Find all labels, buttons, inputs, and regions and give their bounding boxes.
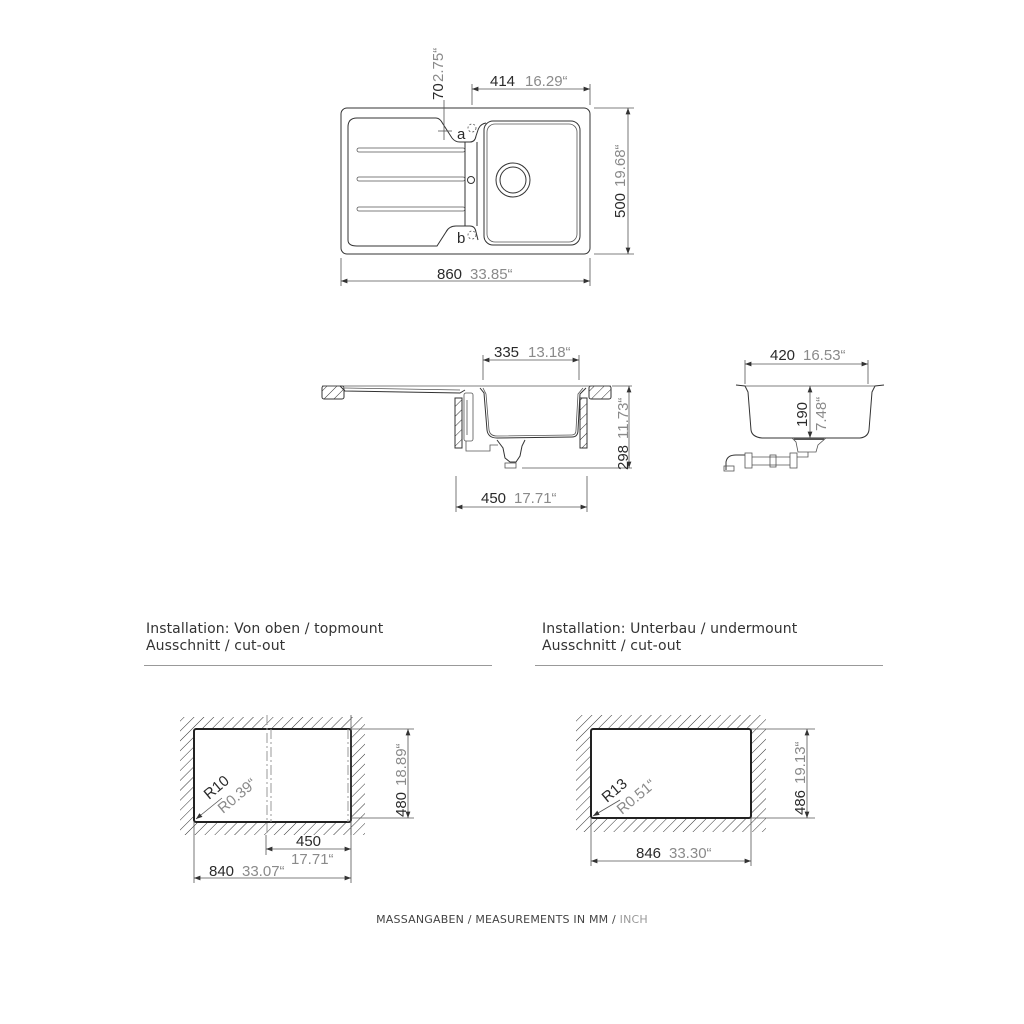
undermount-divider [535,665,883,666]
topmount-height-inch: 18.89“ [393,743,410,786]
topmount-heading: Installation: Von oben / topmount Aussch… [146,621,383,655]
topmount-height-mm: 480 [393,792,410,817]
section-width-mm: 420 [770,347,795,364]
sink-outline [340,107,591,255]
section-depth-mm: 190 [794,402,811,427]
topmount-heading-line2: Ausschnitt / cut-out [146,638,286,654]
drain-trap [496,439,526,463]
top-width-mm: 860 [437,266,462,283]
tap-offset-inch: 2.75“ [430,48,447,82]
topmount-width-inch: 33.07“ [242,863,285,880]
drain-icon [495,162,531,198]
footer-unit-inch: INCH [619,913,648,926]
section-view: 420 16.53“ 190 7.48“ [723,347,885,472]
drainer-grooves [356,147,466,212]
countertop-right [588,385,612,400]
side-bowl [479,387,587,439]
countertop-left [321,385,345,400]
top-width-inch: 33.85“ [470,266,513,283]
measurement-units-footer: MASSANGABEN / MEASUREMENTS IN MM / INCH [0,913,1024,926]
tap-offset-mm: 70 [430,83,447,100]
side-bowl-width-mm: 335 [494,344,519,361]
undermount-cutout-rect [590,728,752,819]
undermount-heading-line2: Ausschnitt / cut-out [542,638,682,654]
bowl-width-mm: 414 [490,73,515,90]
topmount-cabinet-mm: 450 [296,833,321,850]
cabinet-wall-right [579,397,588,449]
overflow-pipe [463,392,474,442]
tap-hole-b-icon [467,230,477,240]
cabinet-width-inch: 17.71“ [514,490,557,507]
overflow-hole [467,176,475,184]
topmount-width-mm: 840 [209,863,234,880]
topmount-divider [144,665,492,666]
undermount-cutout: R13 R0.51“ 486 19.13“ 846 33.30“ [576,715,815,866]
undermount-width-inch: 33.30“ [669,845,712,862]
side-view: 335 13.18“ 298 11.73“ 450 17.71“ [321,344,632,512]
tap-hole-b-label: b [457,230,465,247]
waste-pipe [725,454,745,470]
top-depth-inch: 19.68“ [612,144,629,187]
undermount-heading: Installation: Unterbau / undermount Auss… [542,621,797,655]
topmount-cabinet-inch: 17.71“ [291,851,334,868]
top-view: a b 860 33.85“ 500 19.68“ 414 16.29“ 70 … [340,48,634,286]
side-height-inch: 11.73“ [615,398,632,439]
section-depth-inch: 7.48“ [813,397,830,431]
top-depth-mm: 500 [612,193,629,218]
cabinet-wall-left [454,397,463,449]
side-height-mm: 298 [615,445,632,470]
footer-text: MASSANGABEN / MEASUREMENTS IN MM / [376,913,620,926]
undermount-width-mm: 846 [636,845,661,862]
cabinet-width-mm: 450 [481,490,506,507]
section-width-inch: 16.53“ [803,347,846,364]
undermount-height-inch: 19.13“ [792,741,809,784]
topmount-cutout: R10 R0.39“ 480 18.89“ 450 17.71“ 840 33.… [180,715,414,883]
side-bowl-width-inch: 13.18“ [528,344,571,361]
undermount-height-mm: 486 [792,790,809,815]
tap-hole-a-icon [467,123,477,133]
bowl-outline [483,120,581,246]
tap-hole-a-label: a [457,126,466,143]
undermount-heading-line1: Installation: Unterbau / undermount [542,621,798,637]
bowl-width-inch: 16.29“ [525,73,568,90]
topmount-heading-line1: Installation: Von oben / topmount [146,621,384,637]
